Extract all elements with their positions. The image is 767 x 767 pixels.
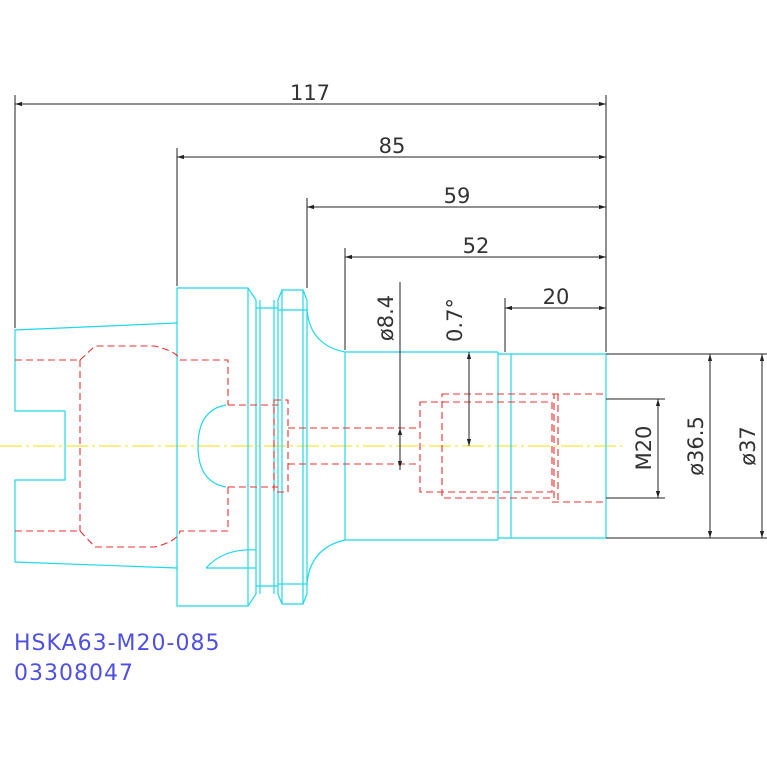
hsk-shank-outline <box>14 322 178 569</box>
dim-20: 20 <box>543 285 570 309</box>
hidden-lines <box>15 345 606 548</box>
dim-59: 59 <box>444 184 471 208</box>
dim-117: 117 <box>290 81 330 105</box>
dim-dia-37: ø37 <box>736 426 760 466</box>
dim-taper-angle: 0.7° <box>443 298 467 342</box>
dim-dia-8-4: ø8.4 <box>374 295 398 341</box>
part-number: 03308047 <box>14 661 134 686</box>
model-code: HSKA63-M20-085 <box>14 631 221 656</box>
dim-52: 52 <box>463 234 490 258</box>
dim-thread-m20: M20 <box>632 426 656 471</box>
collar <box>277 289 308 605</box>
dimension-lines <box>14 95 767 539</box>
dim-dia-36-5: ø36.5 <box>684 416 708 476</box>
dimension-labels: 117 85 59 52 20 ø8.4 0.7° M20 ø36.5 ø37 <box>290 81 760 476</box>
dim-85: 85 <box>379 134 406 158</box>
tool-outline <box>14 287 607 607</box>
